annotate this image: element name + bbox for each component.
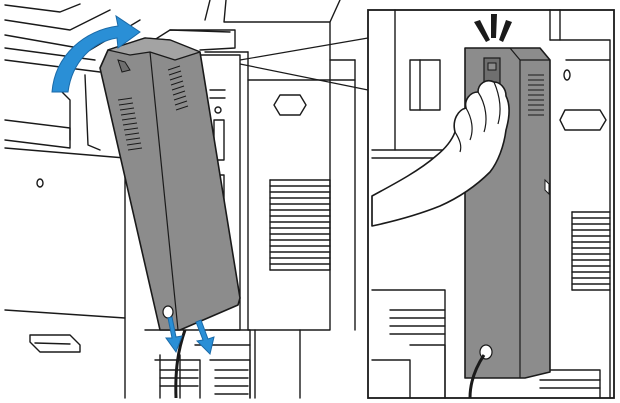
down-arrow	[195, 319, 215, 355]
down-arrow	[165, 316, 183, 354]
curved-lift-arrow	[51, 14, 141, 93]
vent-grille	[269, 179, 331, 271]
cable-cover-lifting	[99, 37, 241, 331]
power-cable	[468, 354, 486, 399]
click-indicator	[474, 14, 512, 42]
inset-panel	[367, 9, 615, 399]
callout-lines	[239, 37, 369, 91]
printer-left-view	[4, 0, 356, 399]
hand-pressing	[371, 79, 510, 227]
cover-vents	[117, 65, 189, 151]
power-cable	[174, 329, 187, 399]
